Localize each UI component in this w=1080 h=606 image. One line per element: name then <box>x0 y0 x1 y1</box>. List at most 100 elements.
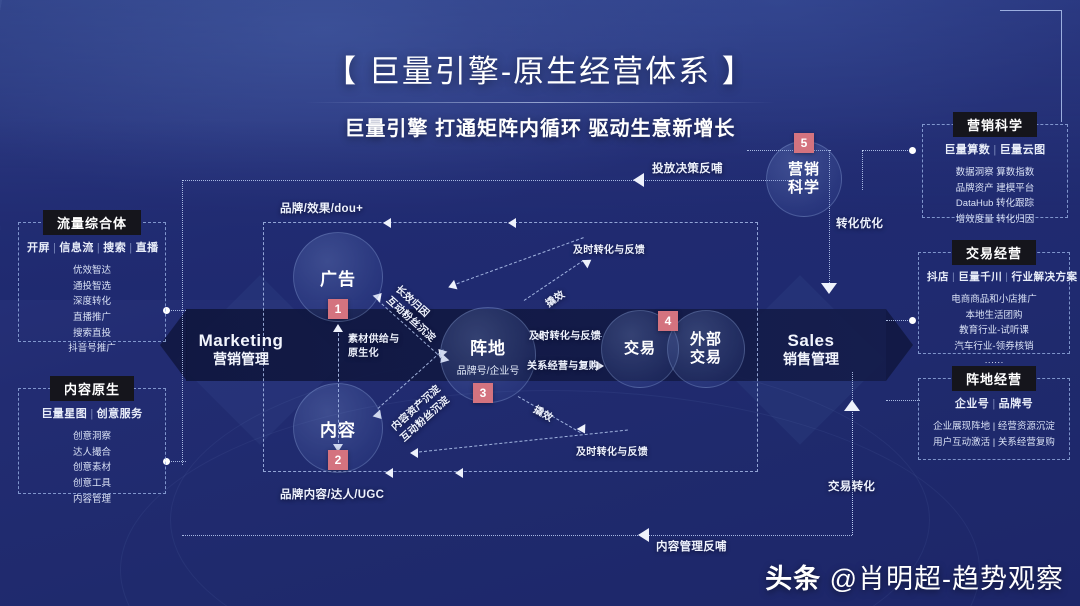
marketing-end-label: Marketing 营销管理 <box>186 330 296 369</box>
list-item: 电商商品和小店推广 <box>951 294 1037 305</box>
panel-content-box: 内容原生 巨量星图|创意服务 创意洞察 达人撮合 创意素材 创意工具 内容管理 <box>18 376 166 505</box>
marketing-en: Marketing <box>198 331 284 350</box>
trade-conversion-label: 交易转化 <box>828 481 876 493</box>
panel-marketing-science[interactable]: 营销科学 巨量算数|巨量云图 数据洞察 算数指数 品牌资产 建模平台 DataH… <box>922 112 1068 225</box>
connector-line-traffic <box>166 310 186 311</box>
panel-trade-tags: 抖店|巨量千川|行业解决方案 <box>927 271 1078 283</box>
position-trade-link-bottom <box>540 366 602 367</box>
bottom-feedback-label: 内容管理反哺 <box>656 541 727 553</box>
list-item: 品牌资产 建模平台 <box>955 182 1035 194</box>
panel-position-heading: 阵地经营 <box>951 366 1037 391</box>
list-item: 通投智选 <box>72 280 111 292</box>
panel-content-tags: 巨量星图|创意服务 <box>41 408 143 420</box>
frame-arrow-bottom-left <box>385 468 393 478</box>
material-supply-line1: 素材供给与 <box>348 334 400 345</box>
list-item: 直播推广 <box>72 312 111 324</box>
list-item: 创意洞察 <box>72 431 111 442</box>
frame-arrow-bottom-mid <box>455 468 463 478</box>
realtime-conv-bottom-arrow <box>410 448 418 458</box>
panel-position-box: 阵地经营 企业号|品牌号 企业展现阵地 | 经营资源沉淀 用户互动激活 | 关系… <box>918 366 1070 460</box>
node-trade-title: 交易 <box>623 340 656 357</box>
tag: 抖店 <box>927 271 949 283</box>
tag: 开屏 <box>27 242 50 254</box>
node-position-title: 阵地 <box>470 338 506 358</box>
list-item: 优效智达 <box>72 265 111 276</box>
frame-arrow-top-left <box>383 218 391 228</box>
realtime-conv-top-label: 及时转化与反馈 <box>573 245 646 256</box>
panel-traffic[interactable]: 流量综合体 开屏|信息流|搜索|直播 优效智达 通投智选 深度转化 直播推广 搜… <box>18 210 166 354</box>
material-supply-line2: 原生化 <box>348 347 379 359</box>
top-feedback-line <box>182 180 802 181</box>
bottom-feedback-line <box>182 535 852 536</box>
position-trade-link-top <box>540 336 602 337</box>
list-item: ······ <box>984 356 1004 368</box>
realtime-conv-bottom-label: 及时转化与反馈 <box>576 447 649 458</box>
realtime-conv-mid-label: 及时转化与反馈 <box>529 331 602 342</box>
list-item: 本地生活团购 <box>965 309 1023 321</box>
watermark-brand: 头条 <box>765 564 822 594</box>
connector-dot-traffic <box>163 307 170 314</box>
panel-content-native[interactable]: 内容原生 巨量星图|创意服务 创意洞察 达人撮合 创意素材 创意工具 内容管理 <box>18 376 166 505</box>
title-block: 【 巨量引擎-原生经营体系 】 巨量引擎 打通矩阵内循环 驱动生意新增长 <box>0 46 1080 141</box>
trade-conversion-line <box>852 410 853 535</box>
panel-content-list: 创意洞察 达人撮合 创意素材 创意工具 内容管理 <box>27 429 157 507</box>
position-trade-arrow-bottom <box>596 361 604 371</box>
list-item: 创意素材 <box>72 462 111 474</box>
tag: 信息流 <box>59 242 94 254</box>
badge-2: 2 <box>328 450 348 470</box>
panel-position-operation[interactable]: 阵地经营 企业号|品牌号 企业展现阵地 | 经营资源沉淀 用户互动激活 | 关系… <box>918 366 1070 460</box>
tag: 巨量千川 <box>958 271 1003 283</box>
node-science-title: 营销 <box>787 161 820 178</box>
corner-decoration <box>1000 10 1062 122</box>
connector-dot-science <box>909 147 916 154</box>
panel-trade-heading: 交易经营 <box>951 240 1037 265</box>
list-item: DataHub 转化跟踪 <box>955 198 1035 210</box>
tag: 品牌号 <box>998 398 1034 410</box>
panel-science-list: 数据洞察 算数指数 品牌资产 建模平台 DataHub 转化跟踪 增效度量 转化… <box>931 165 1059 228</box>
connector-line-content-native <box>166 461 186 462</box>
material-supply-label: 素材供给与 原生化 <box>348 333 400 360</box>
tag: 行业解决方案 <box>1011 271 1078 283</box>
panel-traffic-heading: 流量综合体 <box>42 210 142 235</box>
list-item: 抖音号推广 <box>68 343 116 355</box>
position-trade-arrow-top <box>536 331 544 341</box>
conversion-opt-label: 转化优化 <box>836 218 884 230</box>
panel-traffic-box: 流量综合体 开屏|信息流|搜索|直播 优效智达 通投智选 深度转化 直播推广 搜… <box>18 210 166 354</box>
node-marketing-science[interactable]: 营销 科学 <box>766 141 842 217</box>
page-title: 【 巨量引擎-原生经营体系 】 <box>325 54 755 89</box>
tag: 搜索 <box>103 242 127 254</box>
sales-cn: 销售管理 <box>783 351 839 368</box>
panel-traffic-list: 优效智达 通投智选 深度转化 直播推广 搜索直投 抖音号推广 <box>27 263 157 357</box>
badge-5: 5 <box>794 133 814 153</box>
content-channel-label: 品牌内容/达人/UGC <box>280 489 385 501</box>
core-band <box>186 309 886 381</box>
tag: 直播 <box>135 242 159 254</box>
list-item: 用户互动激活 | 关系经营复购 <box>933 436 1055 448</box>
title-divider <box>305 102 775 103</box>
node-external-trade[interactable]: 外部 交易 <box>667 310 745 388</box>
bottom-feedback-arrow <box>638 528 649 542</box>
node-advertising-title: 广告 <box>320 269 356 289</box>
tag: 企业号 <box>954 398 990 410</box>
node-content-title: 内容 <box>320 420 356 440</box>
tag: 巨量云图 <box>999 144 1046 156</box>
panel-position-tags: 企业号|品牌号 <box>954 398 1034 410</box>
tag: 巨量星图 <box>41 408 88 420</box>
list-item: 数据洞察 算数指数 <box>955 167 1035 178</box>
band-arrow-right <box>886 309 913 381</box>
list-item: 达人撮合 <box>72 446 111 458</box>
node-position-subtitle: 品牌号/企业号 <box>456 365 520 377</box>
connector-line-science <box>862 150 912 151</box>
sales-end-label: Sales 销售管理 <box>756 330 866 369</box>
science-drop-line <box>862 150 863 190</box>
relation-repurchase-label: 关系经营与复购 <box>527 361 600 372</box>
list-item: 企业展现阵地 | 经营资源沉淀 <box>933 421 1055 432</box>
node-external-title: 外部 <box>689 331 722 348</box>
connector-dot-trade <box>909 317 916 324</box>
node-trade[interactable]: 交易 <box>601 310 679 388</box>
node-external-title2: 交易 <box>689 349 722 366</box>
conversion-opt-arrow <box>821 283 837 294</box>
panel-trade-operation[interactable]: 交易经营 抖店|巨量千川|行业解决方案 电商商品和小店推广 本地生活团购 教育行… <box>918 240 1078 368</box>
page-subtitle: 巨量引擎 打通矩阵内循环 驱动生意新增长 <box>344 118 736 140</box>
trade-conversion-arrow <box>844 400 860 411</box>
